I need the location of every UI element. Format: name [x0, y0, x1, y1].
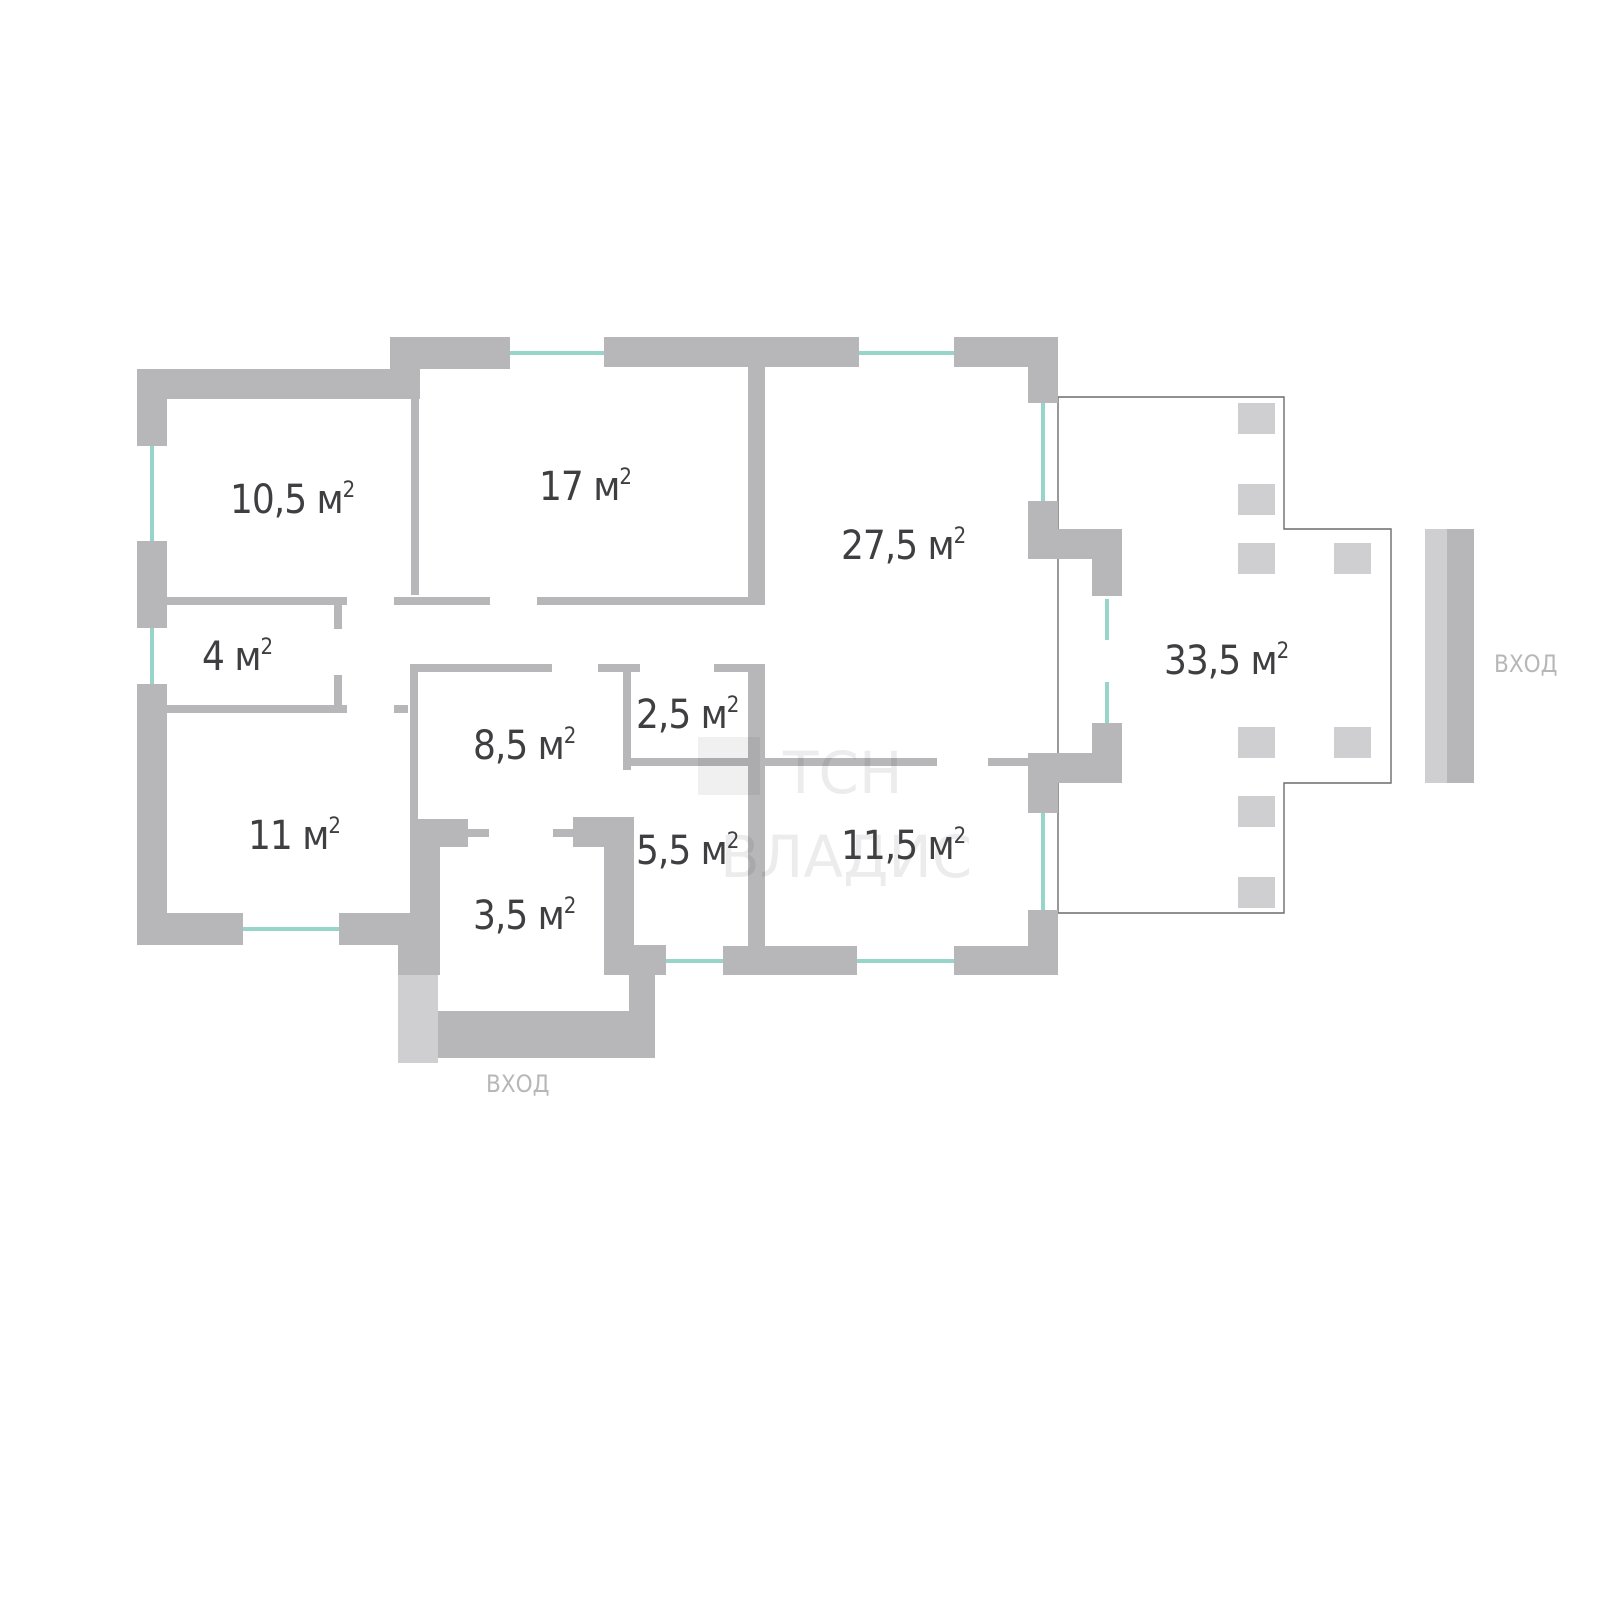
room-area-label: 27,5 м2 [841, 523, 965, 569]
room-area-label: 11 м2 [248, 813, 340, 859]
watermark: ТСН ВЛАДИС [698, 737, 972, 891]
room-area-label: 5,5 м2 [636, 828, 738, 874]
entrance-label-bottom: ВХОД [486, 1070, 549, 1098]
watermark-logo-icon [698, 737, 760, 795]
watermark-line2: ВЛАДИС [720, 823, 972, 891]
interior-walls [167, 367, 1028, 946]
room-area-label: 8,5 м2 [473, 723, 575, 769]
windows [150, 351, 1109, 963]
room-area-label: 17 м2 [539, 464, 631, 510]
room-area-label: 11,5 м2 [841, 823, 965, 869]
room-area-label: 2,5 м2 [636, 692, 738, 738]
right-steps [1425, 529, 1474, 783]
room-area-label: 4 м2 [202, 634, 272, 680]
room-area-label: 10,5 м2 [230, 477, 354, 523]
terrace-outline [1057, 396, 1392, 914]
bottom-steps [398, 972, 655, 1063]
entrance-label-right: ВХОД [1494, 650, 1557, 678]
room-area-label: 33,5 м2 [1164, 638, 1288, 684]
exterior-walls [137, 337, 1122, 975]
watermark-line1: ТСН [782, 739, 903, 807]
room-labels: 10,5 м2 17 м2 27,5 м2 4 м2 11 м2 8,5 м2 … [202, 464, 1289, 939]
room-area-label: 3,5 м2 [473, 893, 575, 939]
